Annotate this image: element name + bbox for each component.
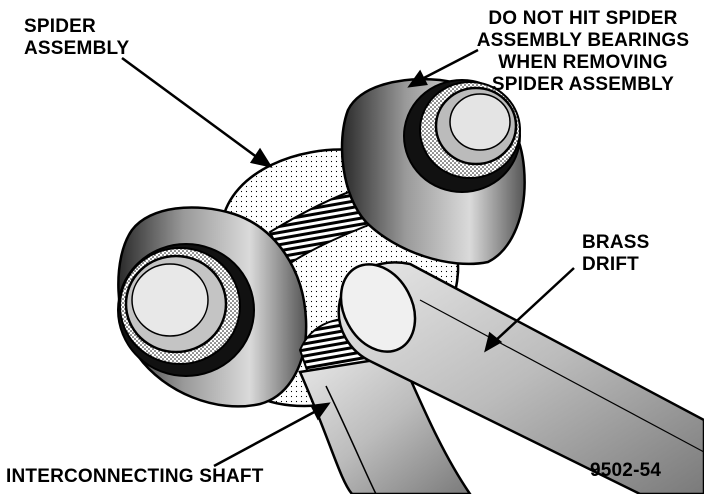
leader-lines [121, 48, 575, 468]
brass-drift-label: BRASS DRIFT [582, 232, 650, 275]
interconnecting-shaft-label: INTERCONNECTING SHAFT [6, 466, 264, 487]
upper-bearing-cap [340, 77, 526, 266]
warning-label: DO NOT HIT SPIDER ASSEMBLY BEARINGS WHEN… [476, 8, 690, 95]
spider-assembly-label: SPIDER ASSEMBLY [24, 16, 130, 59]
left-bearing-cap [117, 206, 308, 408]
figure-number: 9502-54 [590, 460, 662, 481]
brass-drift [337, 261, 704, 496]
